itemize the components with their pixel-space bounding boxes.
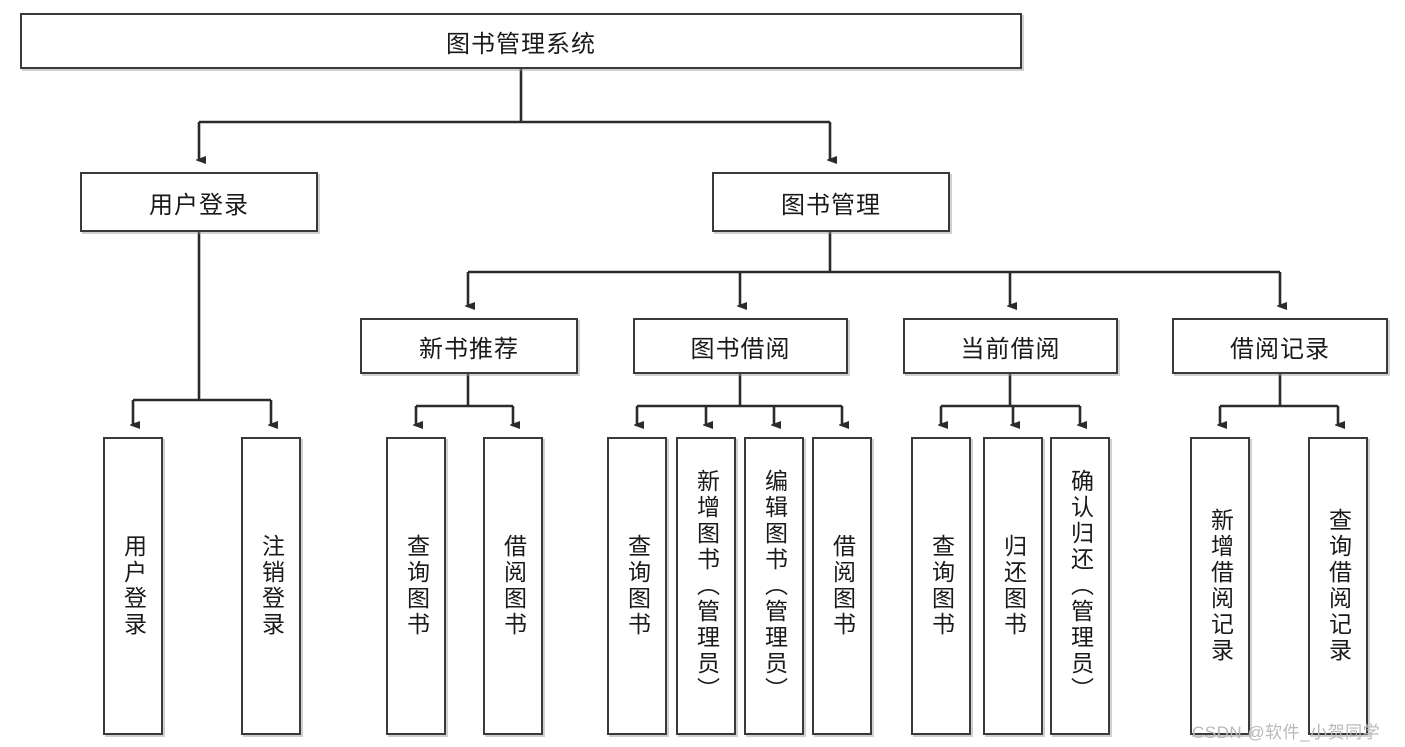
- node-label: 图书借阅: [690, 335, 791, 363]
- node-label: 查询借阅记录: [1325, 508, 1352, 664]
- node-label: 用户登录: [120, 534, 147, 638]
- node-label: 新书推荐: [419, 335, 519, 363]
- node-label: 查询图书: [624, 534, 651, 638]
- node-label: 当前借阅: [960, 335, 1061, 363]
- node-label: 借阅记录: [1230, 335, 1330, 363]
- node-leaf-add-record[interactable]: 新增借阅记录: [1190, 437, 1250, 735]
- node-user-login[interactable]: 用户登录: [80, 172, 318, 232]
- node-leaf-borrow-books-2[interactable]: 借阅图书: [812, 437, 872, 735]
- node-leaf-add-book[interactable]: 新增图书（管理员）: [676, 437, 736, 735]
- node-label: 新增借阅记录: [1207, 508, 1234, 664]
- node-label: 编辑图书（管理员）: [761, 469, 788, 703]
- node-leaf-query-books-1[interactable]: 查询图书: [386, 437, 446, 735]
- node-label: 借阅图书: [829, 534, 856, 638]
- node-leaf-confirm-return[interactable]: 确认归还（管理员）: [1050, 437, 1110, 735]
- node-leaf-query-books-2[interactable]: 查询图书: [607, 437, 667, 735]
- watermark-text: CSDN @软件_小贺同学: [1192, 723, 1381, 742]
- node-label: 用户登录: [149, 191, 249, 219]
- node-leaf-borrow-books-1[interactable]: 借阅图书: [483, 437, 543, 735]
- node-label: 确认归还（管理员）: [1067, 469, 1094, 703]
- node-borrow-records[interactable]: 借阅记录: [1172, 318, 1388, 374]
- node-label: 图书管理: [781, 191, 881, 219]
- node-leaf-user-login[interactable]: 用户登录: [103, 437, 163, 735]
- node-current-borrow[interactable]: 当前借阅: [903, 318, 1118, 374]
- node-book-borrow[interactable]: 图书借阅: [633, 318, 848, 374]
- node-leaf-logout[interactable]: 注销登录: [241, 437, 301, 735]
- node-label: 查询图书: [403, 534, 430, 638]
- node-leaf-query-record[interactable]: 查询借阅记录: [1308, 437, 1368, 735]
- node-label: 查询图书: [928, 534, 955, 638]
- node-label: 注销登录: [258, 534, 285, 638]
- node-label: 归还图书: [1000, 534, 1027, 638]
- node-leaf-return-books[interactable]: 归还图书: [983, 437, 1043, 735]
- node-leaf-query-books-3[interactable]: 查询图书: [911, 437, 971, 735]
- node-root-system[interactable]: 图书管理系统: [20, 13, 1022, 69]
- node-label: 新增图书（管理员）: [693, 469, 720, 703]
- node-book-management[interactable]: 图书管理: [712, 172, 950, 232]
- node-label: 图书管理系统: [446, 30, 596, 58]
- node-label: 借阅图书: [500, 534, 527, 638]
- node-new-book-recommend[interactable]: 新书推荐: [360, 318, 578, 374]
- node-leaf-edit-book[interactable]: 编辑图书（管理员）: [744, 437, 804, 735]
